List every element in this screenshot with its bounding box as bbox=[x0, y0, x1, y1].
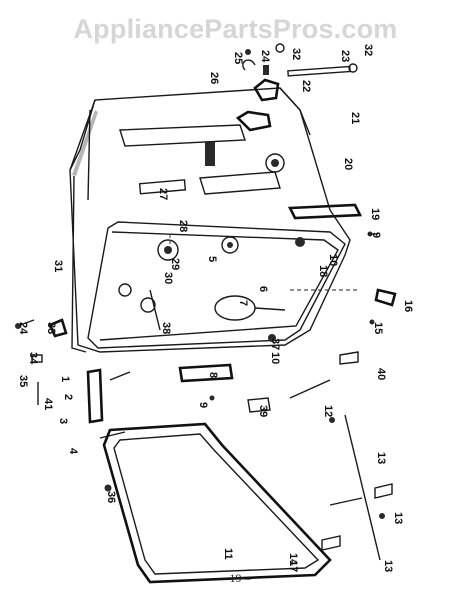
callout-41: 41 bbox=[42, 398, 54, 410]
callout-35: 35 bbox=[17, 375, 29, 387]
callout-39: 39 bbox=[257, 405, 269, 417]
callout-18: 18 bbox=[317, 265, 329, 277]
callout-11: 11 bbox=[222, 548, 234, 560]
page-number: – 19 – bbox=[220, 571, 251, 585]
callout-15: 15 bbox=[372, 322, 384, 334]
callout-23: 23 bbox=[339, 50, 351, 62]
side-bracket bbox=[287, 203, 397, 325]
callout-2: 2 bbox=[62, 394, 74, 400]
callout-21: 21 bbox=[349, 112, 361, 124]
callout-25: 25 bbox=[232, 52, 244, 64]
callout-9: 9 bbox=[197, 402, 209, 408]
callout-13: 13 bbox=[382, 560, 394, 572]
callout-34: 34 bbox=[27, 352, 39, 365]
callout-20: 20 bbox=[342, 158, 354, 170]
callout-4: 4 bbox=[67, 448, 79, 455]
callout-13: 13 bbox=[392, 512, 404, 524]
watermark: AppliancePartsPros.com bbox=[73, 14, 398, 44]
callout-26: 26 bbox=[208, 72, 220, 84]
callout-1: 1 bbox=[59, 376, 71, 382]
lower-brackets bbox=[178, 351, 393, 561]
callout-37: 37 bbox=[269, 338, 281, 350]
callout-31: 31 bbox=[52, 260, 64, 272]
dashed-guides bbox=[169, 235, 360, 291]
top-fittings bbox=[235, 43, 358, 173]
callout-10: 10 bbox=[269, 352, 281, 364]
callout-12: 12 bbox=[322, 405, 334, 417]
callout-40: 40 bbox=[375, 368, 387, 380]
callout-13: 13 bbox=[375, 452, 387, 464]
callout-10: 10 bbox=[327, 254, 339, 266]
left-hardware bbox=[15, 318, 131, 492]
callout-14: 14 bbox=[287, 553, 299, 566]
callout-16: 16 bbox=[402, 300, 414, 312]
callout-32: 32 bbox=[362, 44, 374, 56]
callout-30: 30 bbox=[162, 272, 174, 284]
callout-29: 29 bbox=[169, 258, 181, 270]
callout-32: 32 bbox=[290, 48, 302, 60]
callout-7: 7 bbox=[237, 300, 249, 306]
callout-38: 38 bbox=[160, 322, 172, 334]
callout-9: 9 bbox=[370, 232, 382, 238]
internal-components bbox=[118, 236, 305, 342]
callout-17: 17 bbox=[287, 560, 299, 572]
callout-8: 8 bbox=[207, 372, 219, 378]
door-gasket-frame bbox=[102, 422, 332, 584]
callout-6: 6 bbox=[257, 286, 269, 292]
callout-22: 22 bbox=[300, 80, 312, 92]
callout-24: 24 bbox=[259, 50, 271, 63]
callout-27: 27 bbox=[157, 188, 169, 200]
callout-5: 5 bbox=[206, 256, 218, 262]
callout-28: 28 bbox=[177, 220, 189, 232]
tub-cabinet bbox=[69, 87, 351, 353]
callout-labels: 1234567899101011121313131415161718192021… bbox=[17, 44, 414, 572]
callout-19: 19 bbox=[369, 208, 381, 220]
callout-33: 33 bbox=[45, 322, 57, 334]
callout-36: 36 bbox=[105, 491, 117, 503]
callout-24: 24 bbox=[17, 322, 29, 335]
callout-3: 3 bbox=[57, 418, 69, 424]
